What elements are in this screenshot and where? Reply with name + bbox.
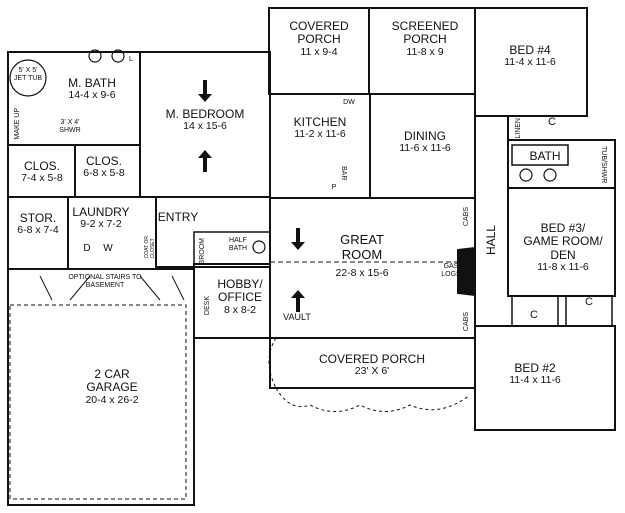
stor-label: STOR. 6-8 x 7-4 [17,211,59,237]
bed2-label: BED #2 11-4 x 11-6 [509,361,561,387]
covered-porch-top-name: COVERED PORCH [289,19,349,47]
m-bath-dim: 14-4 x 9-6 [68,89,116,102]
tub-shwr-note: TUB/SHWR [600,146,607,184]
bed4-name: BED #4 [509,43,551,57]
dining-dim: 11-6 x 11-6 [399,142,451,155]
covered-porch-top-dim: 11 x 9-4 [300,45,338,58]
stor-name: STOR. [19,211,57,225]
m-bedroom-name: M. BEDROOM [165,107,245,121]
hall-label: HALL [484,225,498,256]
clos1-dim: 7-4 x 5-8 [21,172,63,185]
dining-name: DINING [404,129,446,143]
w-note: W [103,243,113,254]
optional-stairs-note: OPTIONAL STAIRS TO BASEMENT [68,274,142,289]
m-bedroom-dim: 14 x 15-6 [183,120,227,133]
closet-c-bed4: C [548,116,556,128]
desk-note: DESK [204,296,211,316]
covered-porch-front-dim: 23' X 6' [354,365,390,378]
bed3-name: BED #3/ GAME ROOM/ DEN [523,221,603,262]
p-note: P [331,184,337,191]
bed3-label: BED #3/ GAME ROOM/ DEN 11-8 x 11-6 [523,221,603,274]
clos2-name: CLOS. [85,154,122,168]
jet-tub [9,59,47,97]
hobby-name: HOBBY/ OFFICE [217,277,263,305]
hobby-label: HOBBY/ OFFICE 8 x 8-2 [217,277,263,317]
covered-porch-front-name: COVERED PORCH [318,352,426,366]
bed2-walls [474,325,616,431]
half-bath-name: HALF BATH [228,237,248,252]
bar-note: BAR [340,166,347,181]
vault-note: VAULT [283,312,311,322]
clos2-dim: 6-8 x 5-8 [83,167,125,180]
covered-porch-top-label: COVERED PORCH 11 x 9-4 [289,19,349,59]
bed2-dim: 11-4 x 11-6 [509,374,561,387]
great-room-name: GREAT ROOM [340,232,384,262]
bed3-dim: 11-8 x 11-6 [537,261,589,274]
clos2-label: CLOS. 6-8 x 5-8 [83,154,125,180]
stor-dim: 6-8 x 7-4 [17,224,59,237]
screened-porch-name: SCREENED PORCH [391,19,459,47]
laundry-label: LAUNDRY 9-2 x 7-2 [72,205,130,231]
shower-note: 3' X 4' SHWR [59,119,81,134]
hobby-dim: 8 x 8-2 [223,303,257,316]
screened-porch-label: SCREENED PORCH 11-8 x 9 [391,19,459,59]
cabs-top-note: CABS [463,207,470,227]
clos1-name: CLOS. [23,159,60,173]
broom-note: BROOM [199,238,206,265]
dw-note: DW [343,99,355,106]
m-bath-name: M. BATH [68,76,116,90]
covered-porch-front-label: COVERED PORCH 23' X 6' [318,352,426,378]
garage-name: 2 CAR GARAGE [86,367,138,395]
bath-label: BATH [529,149,561,163]
m-bath-label: M. BATH 14-4 x 9-6 [68,76,116,102]
linen-note: LINEN [515,118,522,139]
bed4-label: BED #4 11-4 x 11-6 [504,43,556,69]
kitchen-dim: 11-2 x 11-6 [294,128,346,141]
cabs-bottom-note: CABS [463,312,470,332]
closet-c-bed3-left: C [530,309,538,321]
bed4-walls [474,7,588,117]
m-bedroom-label: M. BEDROOM 14 x 15-6 [165,107,245,133]
jet-tub-note: 5' X 5' JET TUB [13,67,43,82]
clos1-label: CLOS. 7-4 x 5-8 [21,159,63,185]
closet-c-bed3-right: C [585,296,593,308]
garage-dim: 20-4 x 26-2 [85,393,139,406]
bath-name: BATH [529,149,561,163]
bed4-dim: 11-4 x 11-6 [504,56,556,69]
screened-porch-dim: 11-8 x 9 [406,45,444,58]
entry-label: ENTRY [157,210,199,224]
make-up-note: MAKE UP [14,108,21,140]
great-room-label: GREAT ROOM 22-8 x 15-6 [335,232,389,280]
kitchen-label: KITCHEN 11-2 x 11-6 [293,115,347,141]
great-room-dim: 22-8 x 15-6 [335,267,389,280]
entry-name: ENTRY [157,210,199,224]
laundry-name: LAUNDRY [72,205,130,219]
garage-label: 2 CAR GARAGE 20-4 x 26-2 [85,367,139,407]
laundry-dim: 9-2 x 7-2 [80,218,122,231]
fireplace [457,246,476,297]
d-note: D [83,243,91,254]
l-note: L [129,56,133,63]
kitchen-walls [269,93,371,199]
garage-walls [7,268,195,506]
half-bath-label: HALF BATH [229,237,247,252]
bed2-name: BED #2 [514,361,556,375]
dining-label: DINING 11-6 x 11-6 [399,129,451,155]
gas-logs-note: GAS LOGS [441,263,461,278]
coat-closet-note: COAT OR CLOSET [144,236,156,259]
kitchen-name: KITCHEN [293,115,347,129]
